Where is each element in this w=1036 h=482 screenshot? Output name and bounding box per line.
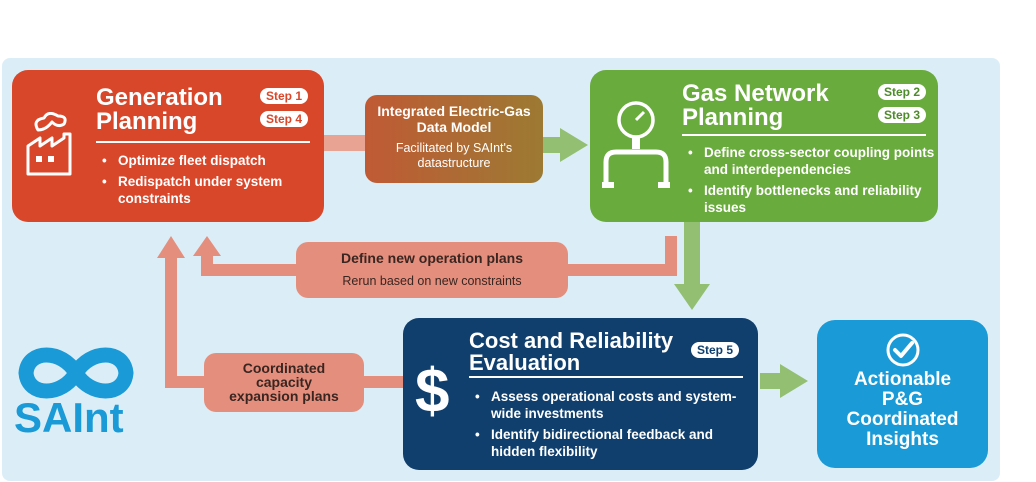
bullet-item: Identify bottlenecks and reliability iss… <box>688 182 936 216</box>
new-plans-subtitle: Rerun based on new constraints <box>342 274 522 288</box>
data-model-box: Integrated Electric-Gas Data Model Facil… <box>365 95 543 183</box>
step-badge: Step 3 <box>878 107 927 123</box>
power-plant-icon <box>26 112 72 176</box>
bullet-item: Optimize fleet dispatch <box>102 152 317 169</box>
divider <box>682 134 926 136</box>
bullet-item: Identify bidirectional feedback and hidd… <box>475 426 745 460</box>
actionable-insights-text: Actionable P&G Coordinated Insights <box>846 369 959 450</box>
arrow-capacity-head <box>157 236 185 258</box>
capacity-expansion-box: Coordinated capacity expansion plans <box>204 353 364 412</box>
data-model-subtitle: Facilitated by SAInt's datastructure <box>395 141 513 170</box>
bullet-item: Redispatch under system constraints <box>102 173 317 207</box>
actionable-insights-box: Actionable P&G Coordinated Insights <box>817 320 988 468</box>
saint-logo-icon <box>18 347 134 399</box>
gas-bullets: Define cross-sector coupling points and … <box>688 144 936 220</box>
new-plans-title: Define new operation plans <box>340 250 524 266</box>
arrow-gas-to-cost-head <box>674 284 710 310</box>
cost-bullets: Assess operational costs and system-wide… <box>475 388 745 464</box>
gas-title: Gas Network Planning <box>682 80 829 131</box>
bullet-item: Define cross-sector coupling points and … <box>688 144 936 178</box>
gas-network-planning-box: Gas Network Planning Step 2 Step 3 Defin… <box>590 70 938 222</box>
generation-bullets: Optimize fleet dispatch Redispatch under… <box>102 152 317 211</box>
arrow-cost-to-insights-head <box>780 364 808 398</box>
divider <box>96 141 310 143</box>
arrow-gas-to-cost-shaft <box>684 222 700 286</box>
arrow-model-to-gas-head <box>560 128 588 162</box>
dollar-icon: $ <box>415 357 450 426</box>
arrow-gen-to-model <box>324 135 366 151</box>
generation-title: Generation Planning <box>96 84 223 135</box>
step-badge: Step 5 <box>691 342 740 358</box>
arrow-feedback-head <box>193 236 221 256</box>
step-badge: Step 2 <box>878 84 927 100</box>
arrow-model-to-gas-shaft <box>543 137 563 153</box>
cost-reliability-box: Cost and Reliability Evaluation Step 5 $… <box>403 318 758 470</box>
step-badge: Step 1 <box>260 88 309 104</box>
generation-planning-box: Generation Planning Step 1 Step 4 Optimi… <box>12 70 324 222</box>
divider <box>469 376 743 378</box>
bullet-item: Assess operational costs and system-wide… <box>475 388 745 422</box>
arrow-cost-to-insights-shaft <box>760 373 782 389</box>
checkmark-badge-icon <box>886 333 920 367</box>
saint-logo-text: SAInt <box>14 394 124 441</box>
gas-pipe-gauge-icon <box>602 101 670 188</box>
new-operation-plans-box: Define new operation plans Rerun based o… <box>296 242 568 298</box>
cost-title: Cost and Reliability Evaluation <box>469 328 674 375</box>
step-badge: Step 4 <box>260 111 309 127</box>
data-model-title: Integrated Electric-Gas Data Model <box>377 103 531 135</box>
